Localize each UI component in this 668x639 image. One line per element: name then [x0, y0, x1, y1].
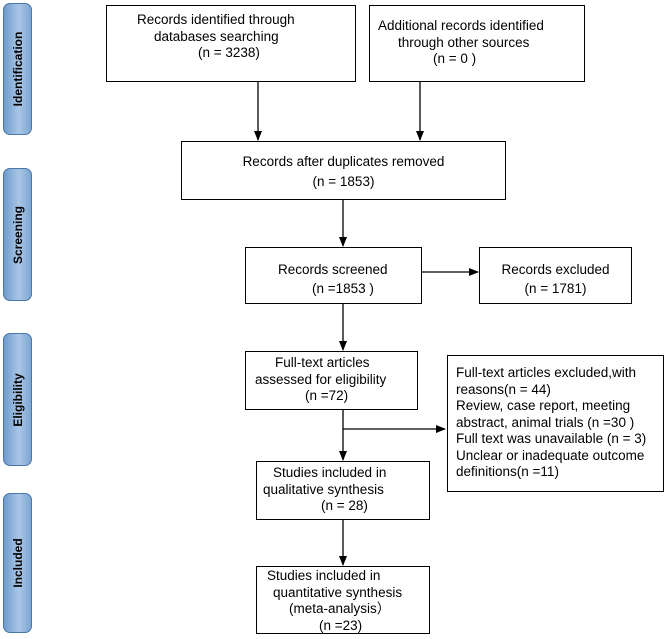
box-duplicates-removed-line-2: (n = 1853): [312, 173, 375, 189]
box-records-screened-line-1: Records screened: [278, 262, 388, 277]
phase-bar-identification: Identification: [3, 3, 32, 135]
box-duplicates-removed: Records after duplicates removed (n = 18…: [181, 141, 506, 200]
box-quantitative-line-2: quantitative synthesis: [273, 584, 403, 600]
box-quantitative-line-3: (meta-analysis）: [289, 601, 391, 616]
box-records-screened-line-2: (n =1853 ): [312, 280, 374, 296]
box-quantitative-line-4: (n =23): [319, 617, 363, 633]
box-records-databases-line-1: Records identified through: [137, 12, 295, 27]
box-qualitative-line-3: (n = 28): [321, 498, 368, 513]
box-records-other-sources-line-2: through other sources: [398, 34, 530, 50]
box-records-excluded-line-2: (n = 1781): [524, 280, 587, 296]
box-records-excluded: Records excluded (n = 1781): [479, 247, 632, 304]
box-fulltext-excluded-line-1: Full-text articles excluded,with: [456, 365, 637, 380]
box-fulltext-excluded-line-4: abstract, animal trials (n =30 ): [456, 414, 635, 430]
box-quantitative-synthesis: Studies included in quantitative synthes…: [256, 566, 430, 634]
box-fulltext-excluded-line-5: Full text was unavailable (n = 3): [456, 431, 647, 446]
box-records-other-sources-line-3: (n = 0 ): [433, 51, 477, 66]
phase-bar-included: Included: [3, 493, 32, 633]
box-qualitative-line-2: qualitative synthesis: [263, 481, 384, 497]
box-fulltext-excluded-reasons: Full-text articles excluded,with reasons…: [447, 355, 664, 492]
box-fulltext-excluded-line-7: definitions(n =11): [456, 464, 559, 479]
box-fulltext-excluded-line-3: Review, case report, meeting: [456, 398, 631, 413]
box-fulltext-assessed: Full-text articles assessed for eligibil…: [245, 351, 418, 410]
phase-bar-eligibility: Eligibility: [3, 333, 32, 466]
box-fulltext-excluded-line-6: Unclear or inadequate outcome: [456, 447, 645, 463]
box-fulltext-excluded-line-2: reasons(n = 44): [456, 381, 551, 397]
box-fulltext-assessed-line-2: assessed for eligibility: [255, 371, 387, 387]
box-records-other-sources: Additional records identified through ot…: [369, 5, 585, 82]
box-quantitative-line-1: Studies included in: [267, 568, 381, 583]
box-records-databases: Records identified through databases sea…: [106, 5, 356, 82]
box-fulltext-assessed-line-3: (n =72): [305, 388, 349, 403]
phase-bar-screening: Screening: [3, 168, 32, 301]
box-qualitative-line-1: Studies included in: [273, 465, 387, 480]
box-records-databases-line-3: (n = 3238): [198, 45, 260, 60]
box-records-databases-line-2: databases searching: [154, 28, 279, 44]
box-fulltext-assessed-line-1: Full-text articles: [275, 355, 370, 370]
box-duplicates-removed-line-1: Records after duplicates removed: [242, 154, 445, 169]
box-qualitative-synthesis: Studies included in qualitative synthesi…: [256, 461, 430, 520]
box-records-excluded-line-1: Records excluded: [501, 262, 610, 277]
box-records-screened: Records screened (n =1853 ): [245, 247, 422, 304]
box-records-other-sources-line-1: Additional records identified: [378, 18, 544, 33]
